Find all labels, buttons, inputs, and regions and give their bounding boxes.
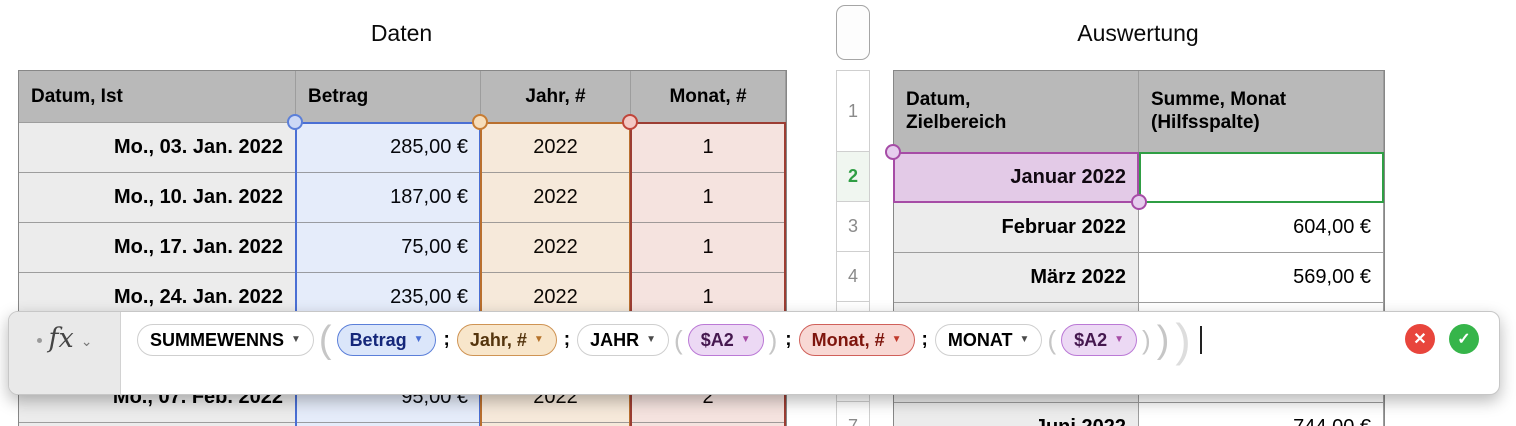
cell-jahr-r1[interactable]: 2022 xyxy=(481,123,631,173)
dropdown-icon[interactable]: ▼ xyxy=(291,334,301,345)
dropdown-icon[interactable]: ▼ xyxy=(533,334,544,345)
paren-close: ) xyxy=(1175,314,1191,366)
text-caret xyxy=(1199,326,1202,354)
token-label: Jahr, # xyxy=(469,329,527,350)
header-betrag[interactable]: Betrag xyxy=(296,71,481,123)
fx-section[interactable]: fx ⌄ xyxy=(9,312,121,394)
cell-summe-r2[interactable]: 849,00 € xyxy=(1139,153,1384,203)
token-function-monat[interactable]: MONAT ▼ xyxy=(934,324,1043,356)
cell-datum-r3[interactable]: Mo., 17. Jan. 2022 xyxy=(19,223,296,273)
paren-close: ) xyxy=(768,325,778,355)
cell-monat-r1[interactable]: 1 xyxy=(631,123,786,173)
header-line: (Hilfsspalte) xyxy=(1151,111,1260,133)
token-field-jahr[interactable]: Jahr, # ▼ xyxy=(456,324,557,356)
table-title-auswertung: Auswertung xyxy=(1077,20,1199,46)
row-number-1[interactable]: 1 xyxy=(836,70,870,152)
token-field-betrag[interactable]: Betrag ▼ xyxy=(336,324,437,356)
cell-betrag-r2[interactable]: 187,00 € xyxy=(296,173,481,223)
dropdown-icon[interactable]: ▼ xyxy=(1019,334,1030,345)
argument-separator: ; xyxy=(785,329,792,350)
token-label: Betrag xyxy=(349,329,407,350)
cell-datum-r2[interactable]: Mo., 10. Jan. 2022 xyxy=(19,173,296,223)
chevron-down-icon[interactable]: ⌄ xyxy=(80,333,93,349)
token-function-summewenns[interactable]: SUMMEWENNS ▼ xyxy=(137,324,314,356)
cell-datum-r1[interactable]: Mo., 03. Jan. 2022 xyxy=(19,123,296,173)
dropdown-icon[interactable]: ▼ xyxy=(740,334,751,345)
cell-monat-r3[interactable]: 1 xyxy=(631,223,786,273)
formula-editor: fx ⌄ SUMMEWENNS ▼ ( Betrag ▼ ; Jahr, # ▼… xyxy=(8,311,1500,395)
header-summe-monat[interactable]: Summe, Monat (Hilfsspalte) xyxy=(1139,71,1384,153)
cancel-icon: ✕ xyxy=(1413,331,1427,348)
dropdown-icon[interactable]: ▼ xyxy=(1114,334,1125,345)
header-line: Zielbereich xyxy=(906,111,1007,133)
table-title-daten: Daten xyxy=(370,20,433,46)
range-handle-a2-topleft[interactable] xyxy=(885,144,901,160)
header-datum-zielbereich[interactable]: Datum, Zielbereich xyxy=(894,71,1139,153)
row-number-7[interactable]: 7 xyxy=(836,402,870,426)
paren-close: ) xyxy=(1156,319,1170,361)
token-ref-a2[interactable]: $A2 ▼ xyxy=(687,324,764,356)
cell-betrag-r3[interactable]: 75,00 € xyxy=(296,223,481,273)
confirm-button[interactable]: ✓ xyxy=(1449,324,1479,354)
fx-icon: fx xyxy=(48,323,74,354)
token-label: $A2 xyxy=(700,329,734,350)
token-label: $A2 xyxy=(1074,329,1108,350)
table-handle[interactable] xyxy=(836,5,870,60)
header-text: Summe, Monat (Hilfsspalte) xyxy=(1151,89,1286,135)
cell-monat-r2[interactable]: 1 xyxy=(631,173,786,223)
header-jahr[interactable]: Jahr, # xyxy=(481,71,631,123)
cell-zielmonat-r4[interactable]: März 2022 xyxy=(894,253,1139,303)
cell-summe-r3[interactable]: 604,00 € xyxy=(1139,203,1384,253)
range-handle-jahr[interactable] xyxy=(472,114,488,130)
row-number-3[interactable]: 3 xyxy=(836,202,870,252)
formula-input[interactable]: SUMMEWENNS ▼ ( Betrag ▼ ; Jahr, # ▼ ; JA… xyxy=(121,312,1397,394)
range-handle-betrag[interactable] xyxy=(287,114,303,130)
token-label: JAHR xyxy=(590,329,640,350)
paren-open: ( xyxy=(1047,325,1057,355)
cell-jahr-r2[interactable]: 2022 xyxy=(481,173,631,223)
token-field-monat[interactable]: Monat, # ▼ xyxy=(798,324,915,356)
cell-summe-r4[interactable]: 569,00 € xyxy=(1139,253,1384,303)
header-line: Datum, xyxy=(906,88,971,110)
argument-separator: ; xyxy=(921,329,928,350)
cell-zielmonat-r2[interactable]: Januar 2022 xyxy=(894,153,1139,203)
cell-summe-r7[interactable]: 744,00 € xyxy=(1139,403,1384,426)
token-label: MONAT xyxy=(947,329,1013,350)
token-ref-a2[interactable]: $A2 ▼ xyxy=(1061,324,1138,356)
cell-zielmonat-r3[interactable]: Februar 2022 xyxy=(894,203,1139,253)
formula-actions: ✕ ✓ xyxy=(1397,312,1499,394)
header-text: Datum, Zielbereich xyxy=(906,89,1006,135)
paren-close: ) xyxy=(1142,325,1151,355)
cancel-button[interactable]: ✕ xyxy=(1405,324,1435,354)
cell-betrag-r1[interactable]: 285,00 € xyxy=(296,123,481,173)
row-number-2[interactable]: 2 xyxy=(836,152,870,202)
header-line: Summe, Monat xyxy=(1151,88,1287,110)
paren-open: ( xyxy=(318,319,332,361)
cell-zielmonat-r7[interactable]: Juni 2022 xyxy=(894,403,1139,426)
range-handle-a2-bottomright[interactable] xyxy=(1131,194,1147,210)
token-label: SUMMEWENNS xyxy=(150,329,284,350)
header-datum-ist[interactable]: Datum, Ist xyxy=(19,71,296,123)
dot-icon xyxy=(36,338,42,343)
cell-jahr-r3[interactable]: 2022 xyxy=(481,223,631,273)
argument-separator: ; xyxy=(563,329,571,350)
checkmark-icon: ✓ xyxy=(1457,331,1471,348)
argument-separator: ; xyxy=(443,329,450,350)
header-monat[interactable]: Monat, # xyxy=(631,71,786,123)
dropdown-icon[interactable]: ▼ xyxy=(646,334,657,345)
token-label: Monat, # xyxy=(811,329,885,350)
dropdown-icon[interactable]: ▼ xyxy=(413,334,424,345)
range-handle-monat[interactable] xyxy=(622,114,638,130)
paren-open: ( xyxy=(674,325,683,355)
row-number-4[interactable]: 4 xyxy=(836,252,870,302)
token-function-jahr[interactable]: JAHR ▼ xyxy=(577,324,670,356)
dropdown-icon[interactable]: ▼ xyxy=(891,334,902,345)
